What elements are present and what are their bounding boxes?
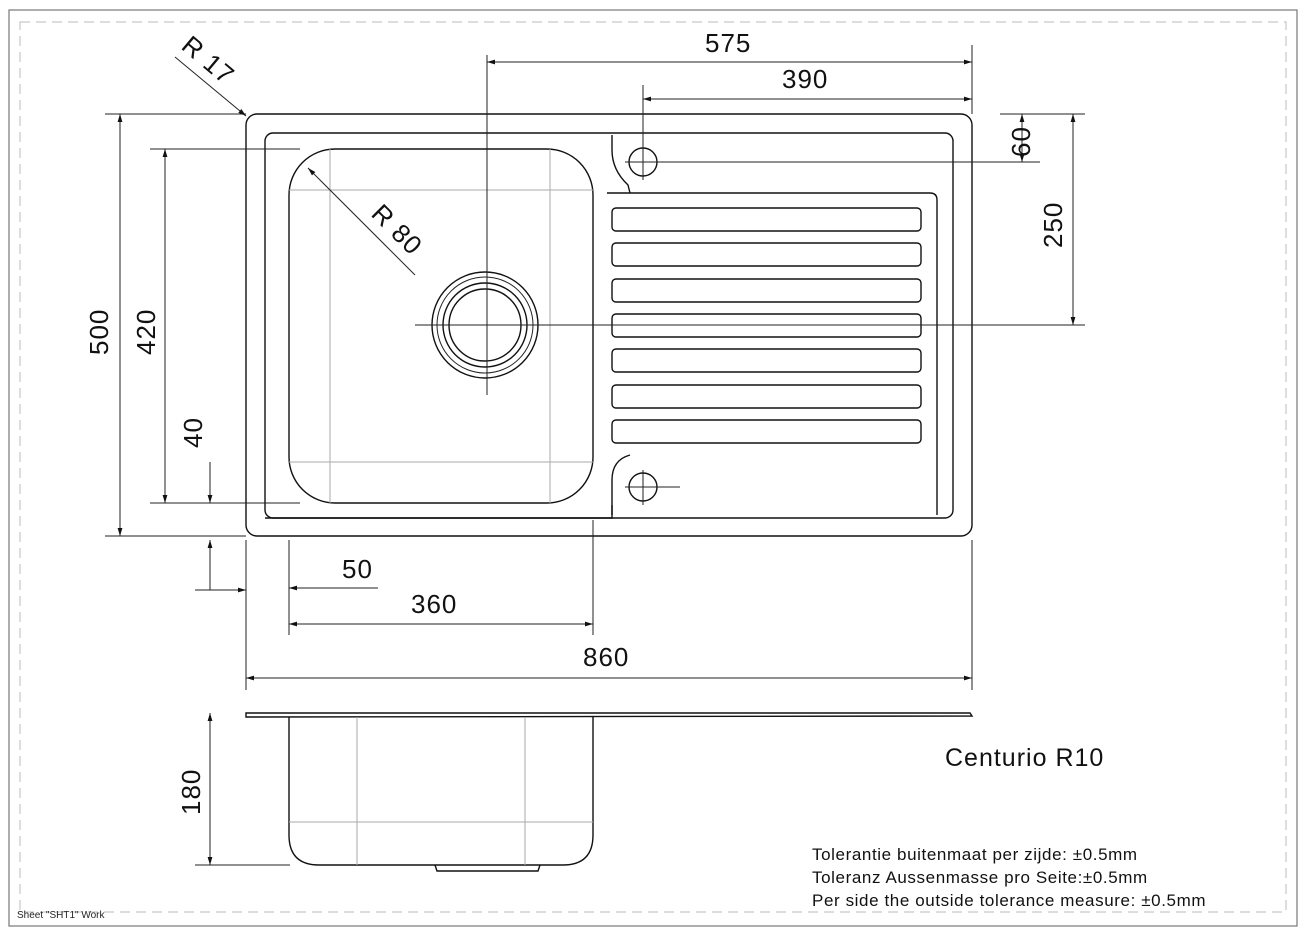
dim-500: 500 — [84, 309, 114, 355]
dim-40: 40 — [178, 417, 208, 448]
sheet-dashed-border — [19, 21, 1287, 913]
dim-860: 860 — [583, 642, 629, 672]
bowl-outline — [288, 148, 594, 504]
dim-250: 250 — [1038, 202, 1068, 248]
product-title: Centurio R10 — [945, 744, 1104, 772]
dim-360: 360 — [411, 589, 457, 619]
dim-r17: R 17 — [176, 30, 240, 91]
drainer-grooves — [611, 207, 922, 444]
tolerance-nl: Tolerantie buitenmaat per zijde: ±0.5mm — [812, 845, 1138, 864]
sheet-label: Sheet "SHT1" Work — [17, 910, 106, 921]
dim-390: 390 — [782, 64, 828, 94]
dimension-lines — [105, 45, 1085, 866]
sink-side-view — [245, 712, 974, 872]
dim-50: 50 — [342, 554, 373, 584]
tolerance-de: Toleranz Aussenmasse pro Seite:±0.5mm — [812, 868, 1148, 887]
dim-180: 180 — [176, 769, 206, 815]
sink-top-view — [245, 55, 1085, 537]
sheet-frame — [8, 9, 1298, 927]
dim-575: 575 — [705, 28, 751, 58]
dim-420: 420 — [131, 309, 161, 355]
dim-60: 60 — [1006, 126, 1036, 157]
dim-r80: R 80 — [366, 198, 429, 261]
tolerance-en: Per side the outside tolerance measure: … — [812, 891, 1206, 910]
